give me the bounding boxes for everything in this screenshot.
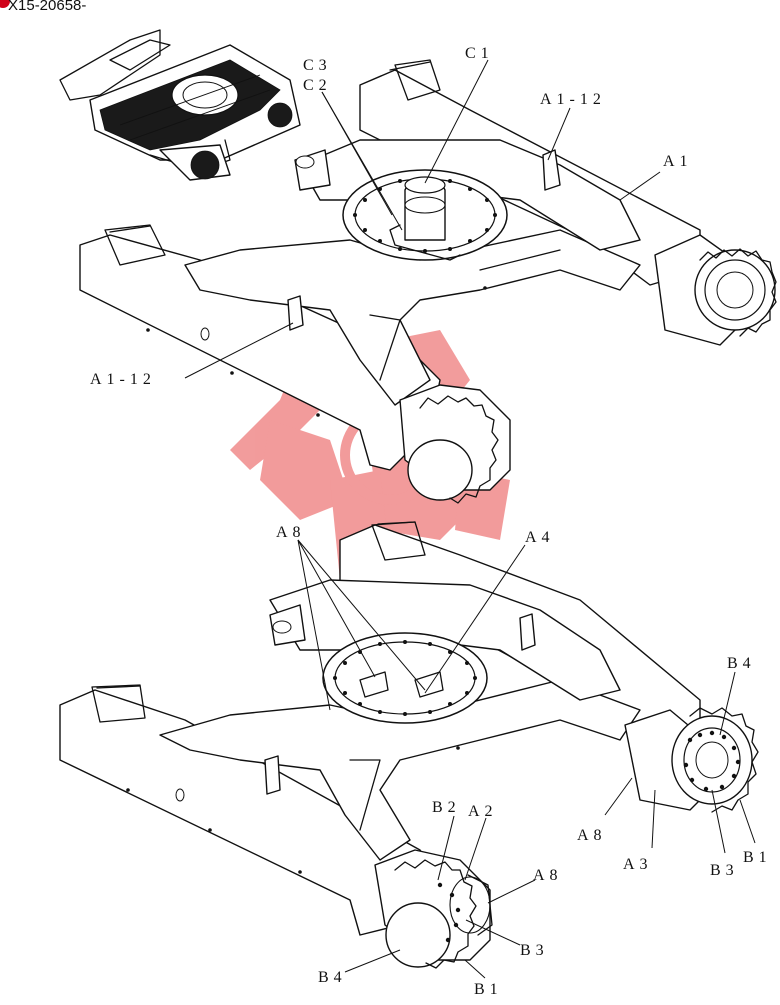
bottom-track-frame bbox=[59, 521, 701, 936]
callout-b2: B2 bbox=[432, 799, 461, 816]
callout-a2: A2 bbox=[468, 803, 498, 820]
part-number: X15-20658- bbox=[8, 0, 87, 14]
callout-b3-right: B3 bbox=[710, 862, 739, 879]
callout-b3-lower: B3 bbox=[520, 942, 549, 959]
top-left-sprocket bbox=[399, 384, 511, 504]
top-track-frame bbox=[79, 59, 701, 471]
callout-b4-lower: B4 bbox=[318, 969, 347, 986]
callout-b4-right: B4 bbox=[727, 655, 756, 672]
callout-a4: A4 bbox=[525, 529, 555, 546]
callout-a8-right: A8 bbox=[533, 867, 563, 884]
top-right-sprocket bbox=[654, 234, 777, 346]
callout-a1: A1 bbox=[663, 153, 693, 170]
callout-c2: C2 bbox=[303, 77, 332, 94]
leader-lines bbox=[184, 59, 756, 979]
callout-a1-12-right: A1-12 bbox=[540, 91, 606, 108]
callout-a8-top: A8 bbox=[276, 524, 306, 541]
callout-a1-12-left: A1-12 bbox=[90, 371, 156, 388]
callout-labels: C3 C2 C1 A1-12 A1 A1-12 A8 A4 B4 B2 A2 A… bbox=[90, 45, 772, 998]
callout-c3: C3 bbox=[303, 57, 332, 74]
callout-a8-lower: A8 bbox=[577, 827, 607, 844]
document-marker-icon bbox=[0, 0, 10, 8]
callout-b1-lower: B1 bbox=[474, 981, 503, 998]
callout-a3: A3 bbox=[623, 856, 653, 873]
callout-c1: C1 bbox=[465, 45, 494, 62]
bottom-right-sprocket bbox=[624, 707, 759, 813]
callout-b1-right: B1 bbox=[743, 849, 772, 866]
bottom-left-sprocket bbox=[374, 849, 493, 969]
inset-thumbnail bbox=[59, 29, 301, 181]
